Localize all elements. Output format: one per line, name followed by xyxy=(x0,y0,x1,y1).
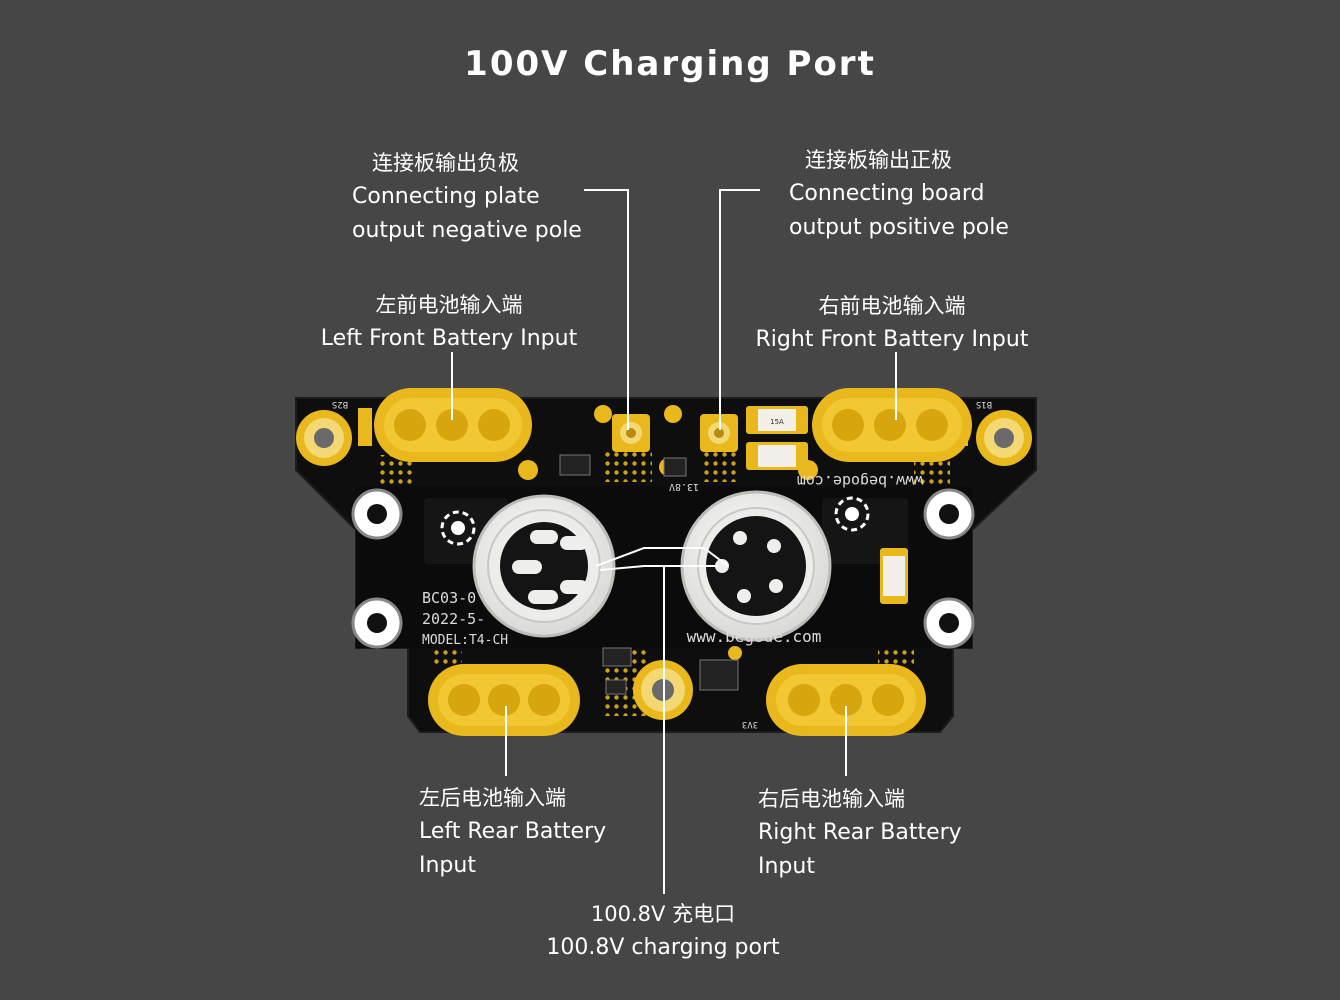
callout-right-rear-zh: 右后电池输入端 xyxy=(758,787,905,811)
callout-positive-zh: 连接板输出正极 xyxy=(805,148,952,172)
callout-right-rear: 右后电池输入端 Right Rear Battery Input xyxy=(758,782,962,884)
callout-negative-en1: Connecting plate xyxy=(352,184,540,209)
silkscreen-rail: 3V3 xyxy=(742,719,758,729)
callout-right-front-en: Right Front Battery Input xyxy=(755,327,1029,352)
leader-line-charging-top xyxy=(595,547,729,567)
fuse-label: 15A xyxy=(770,418,784,426)
callout-left-rear: 左后电池输入端 Left Rear Battery Input xyxy=(419,781,606,883)
positive-output-terminal xyxy=(700,414,738,452)
callout-left-rear-en1: Left Rear Battery xyxy=(419,819,607,844)
ic-chips xyxy=(559,454,739,695)
silkscreen-text: www.begode.com www.begode.com BC03-0 202… xyxy=(332,399,992,729)
page-title: 100V Charging Port xyxy=(464,44,876,84)
callout-left-front-en: Left Front Battery Input xyxy=(320,326,578,351)
callout-negative-en2: output negative pole xyxy=(352,218,582,243)
leader-line-positive xyxy=(719,189,760,430)
callout-left-front-zh: 左前电池输入端 xyxy=(375,293,523,317)
right-front-battery-connector xyxy=(812,388,972,462)
callout-charging-en: 100.8V charging port xyxy=(546,935,780,960)
negative-output-terminal xyxy=(612,414,650,452)
silkscreen-model-line1: BC03-0 xyxy=(422,589,476,607)
charging-port-connector-right xyxy=(680,490,832,642)
callout-charging-port: 100.8V 充电口 100.8V charging port xyxy=(540,897,786,965)
callout-right-rear-en1: Right Rear Battery xyxy=(758,820,962,845)
silkscreen-website: www.begode.com xyxy=(797,472,923,490)
callout-right-front: 右前电池输入端 Right Front Battery Input xyxy=(754,289,1030,357)
callout-left-rear-en2: Input xyxy=(419,853,476,878)
callout-left-front: 左前电池输入端 Left Front Battery Input xyxy=(318,288,580,356)
callout-left-rear-zh: 左后电池输入端 xyxy=(419,786,566,810)
silkscreen-code-right: B1S xyxy=(976,399,992,409)
silkscreen-website-bottom: www.begode.com xyxy=(687,627,822,646)
callout-charging-zh: 100.8V 充电口 xyxy=(590,902,736,926)
fuse-components: 15A xyxy=(746,406,908,604)
callout-negative-zh: 连接板输出负极 xyxy=(372,151,519,175)
callout-leader-lines xyxy=(451,189,897,894)
charging-port-connector-left xyxy=(472,494,616,638)
silkscreen-model-line2: 2022-5- xyxy=(422,610,485,628)
callout-right-rear-en2: Input xyxy=(758,854,815,879)
left-front-battery-connector xyxy=(374,388,532,462)
callout-positive-pole: 连接板输出正极 Connecting board output positive… xyxy=(789,143,1009,245)
leader-line-charging xyxy=(599,565,665,894)
callout-positive-en1: Connecting board xyxy=(789,181,985,206)
silkscreen-code-left: B2S xyxy=(332,399,348,409)
callout-positive-en2: output positive pole xyxy=(789,215,1009,240)
silkscreen-voltage-mark: 13.8V xyxy=(669,481,699,492)
right-rear-battery-connector xyxy=(766,664,926,736)
leader-line-negative xyxy=(584,189,629,430)
callout-right-front-zh: 右前电池输入端 xyxy=(818,294,966,318)
callout-negative-pole: 连接板输出负极 Connecting plate output negative… xyxy=(352,146,582,248)
left-rear-battery-connector xyxy=(428,664,580,736)
silkscreen-model-line3: MODEL:T4-CH xyxy=(422,633,508,648)
